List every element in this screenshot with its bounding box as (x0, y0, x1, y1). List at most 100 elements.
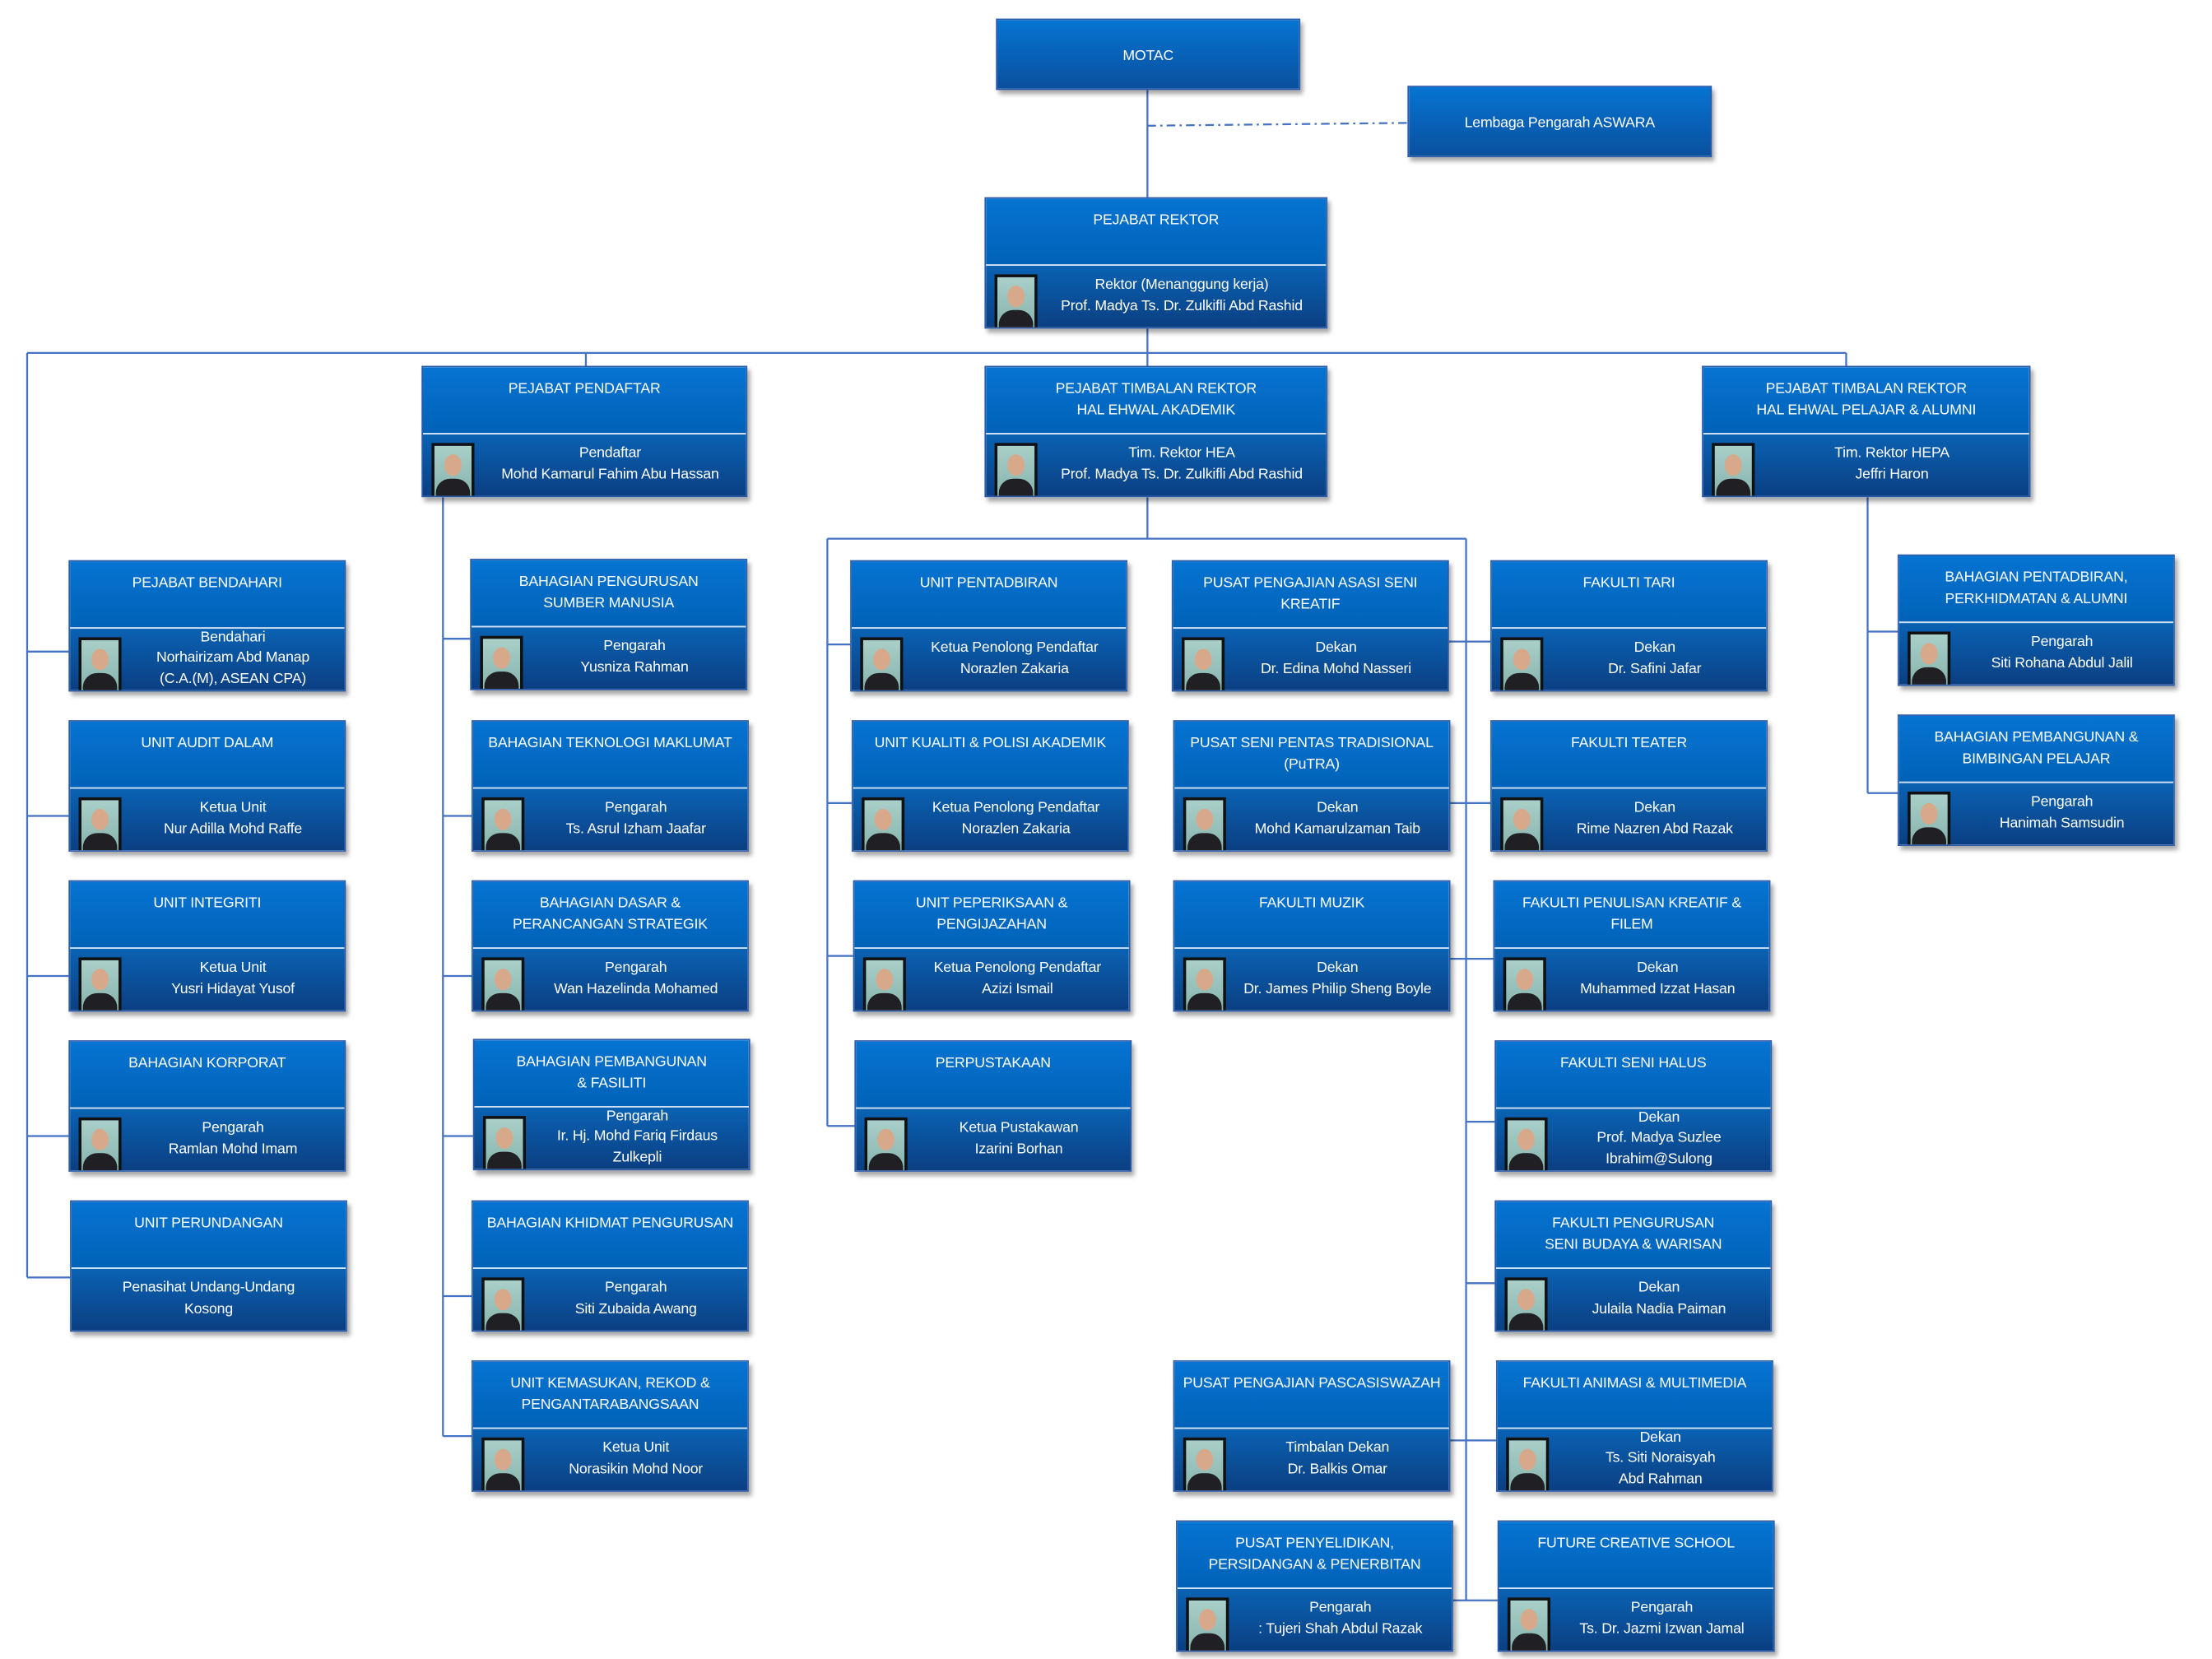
person-photo (1183, 797, 1226, 851)
unit-title: MOTAC (997, 20, 1299, 89)
unit-head-name: Pengarah Hanimah Samsudin (1999, 794, 2125, 831)
unit-title: PEJABAT TIMBALAN REKTOR HAL EHWAL PELAJA… (1703, 367, 2029, 434)
unit-title: BAHAGIAN PEMBANGUNAN & BIMBINGAN PELAJAR (1898, 715, 2174, 782)
person-photo (1503, 957, 1546, 1011)
unit-head-panel: Pendaftar Mohd Kamarul Fahim Abu Hassan (422, 433, 746, 496)
unit-title: PEJABAT PENDAFTAR (422, 367, 746, 434)
unit-head-name: Ketua Penolong Pendaftar Norazlen Zakari… (932, 800, 1100, 837)
unit-title: UNIT PENTADBIRAN (851, 561, 1127, 628)
unit-head-panel: Pengarah Yusniza Rahman (472, 625, 746, 689)
unit-head-panel: Dekan Julaila Nadia Paiman (1496, 1267, 1771, 1331)
unit-head-panel: Pengarah Siti Rohana Abdul Jalil (1898, 621, 2174, 685)
unit-head-name: Penasihat Undang-Undang Kosong (122, 1280, 295, 1317)
person-photo (78, 797, 122, 851)
unit-title: PUSAT PENGAJIAN ASASI SENI KREATIF (1173, 561, 1448, 628)
unit-head-panel: Ketua Unit Yusri Hidayat Yusof (70, 947, 345, 1011)
unit-head-name: Tim. Rektor HEA Prof. Madya Ts. Dr. Zulk… (1061, 445, 1303, 483)
person-photo (1500, 637, 1544, 690)
org-unit-box: PUSAT SENI PENTAS TRADISIONAL (PuTRA)Dek… (1173, 720, 1451, 852)
unit-title: BAHAGIAN KHIDMAT PENGURUSAN (472, 1201, 748, 1268)
org-unit-box: BAHAGIAN KHIDMAT PENGURUSAN Pengarah Siti… (472, 1200, 749, 1332)
unit-title: UNIT KEMASUKAN, REKOD & PENGANTARABANGSA… (472, 1361, 748, 1428)
unit-title: PEJABAT BENDAHARI (70, 561, 345, 628)
unit-head-name: Pengarah Yusniza Rahman (580, 639, 689, 676)
person-photo (480, 635, 523, 689)
unit-head-name: Pengarah Siti Zubaida Awang (574, 1280, 697, 1317)
person-photo (1507, 1597, 1551, 1651)
unit-head-panel: Pengarah Wan Hazelinda Mohamed (472, 947, 748, 1011)
person-photo (860, 637, 904, 690)
person-photo (1183, 957, 1226, 1011)
unit-head-name: Dekan Ts. Siti Noraisyah Abd Rahman (1605, 1429, 1716, 1488)
unit-head-name: Pengarah : Tujeri Shah Abdul Razak (1258, 1600, 1423, 1638)
org-unit-box: PUSAT PENYELIDIKAN, PERSIDANGAN & PENERB… (1176, 1520, 1453, 1652)
org-unit-box: FUTURE CREATIVE SCHOOL Pengarah Ts. Dr. J… (1497, 1520, 1775, 1652)
unit-head-name: Timbalan Dekan Dr. Balkis Omar (1285, 1440, 1390, 1477)
unit-title: UNIT INTEGRITI (70, 881, 345, 948)
unit-head-panel: Ketua Pustakawan Izarini Borhan (856, 1107, 1131, 1171)
unit-head-panel: Pengarah Ts. Asrul Izham Jaafar (472, 787, 748, 851)
unit-title: PEJABAT REKTOR (986, 198, 1327, 265)
unit-head-name: Ketua Pustakawan Izarini Borhan (959, 1120, 1079, 1157)
person-photo (1908, 631, 1951, 685)
unit-head-name: Dekan Dr. Edina Mohd Nasseri (1261, 639, 1412, 677)
unit-head-panel: Penasihat Undang-Undang Kosong (71, 1267, 346, 1331)
person-photo (78, 637, 122, 690)
unit-title: PERPUSTAKAAN (856, 1041, 1131, 1108)
unit-head-panel: Pengarah Ramlan Mohd Imam (70, 1107, 345, 1171)
unit-head-panel: Tim. Rektor HEPA Jeffri Haron (1703, 433, 2029, 496)
unit-head-panel: Pengarah Siti Zubaida Awang (472, 1267, 748, 1331)
unit-head-name: Tim. Rektor HEPA Jeffri Haron (1834, 445, 1949, 483)
unit-title: PUSAT PENYELIDIKAN, PERSIDANGAN & PENERB… (1177, 1522, 1452, 1588)
org-unit-box: PUSAT PENGAJIAN ASASI SENI KREATIF Dekan … (1171, 560, 1449, 692)
unit-head-panel: Pengarah Ts. Dr. Jazmi Izwan Jamal (1499, 1587, 1773, 1651)
unit-title: FAKULTI SENI HALUS (1496, 1041, 1771, 1108)
unit-head-panel: Timbalan Dekan Dr. Balkis Omar (1174, 1427, 1449, 1491)
org-unit-box: PEJABAT TIMBALAN REKTOR HAL EHWAL PELAJA… (1702, 365, 2031, 498)
unit-head-panel: Pengarah : Tujeri Shah Abdul Razak (1177, 1587, 1452, 1651)
unit-title: FUTURE CREATIVE SCHOOL (1499, 1522, 1773, 1588)
unit-title: Lembaga Pengarah ASWARA (1409, 86, 1711, 156)
org-unit-box: BAHAGIAN PENTADBIRAN, PERKHIDMATAN & ALU… (1897, 554, 2175, 686)
unit-head-panel: Ketua Penolong Pendaftar Azizi Ismail (854, 947, 1129, 1011)
unit-title: BAHAGIAN DASAR & PERANCANGAN STRATEGIK (472, 881, 748, 948)
unit-head-name: Pengarah Ir. Hj. Mohd Fariq Firdaus Zulk… (556, 1108, 718, 1166)
person-photo (1908, 791, 1951, 845)
unit-head-name: Dekan Dr. James Philip Sheng Boyle (1243, 960, 1432, 997)
unit-head-name: Dekan Muhammed Izzat Hasan (1580, 960, 1736, 997)
unit-title: UNIT KUALITI & POLISI AKADEMIK (853, 721, 1128, 788)
unit-head-name: Ketua Penolong Pendaftar Azizi Ismail (933, 960, 1102, 997)
unit-head-name: Ketua Unit Norasikin Mohd Noor (569, 1440, 704, 1477)
unit-head-panel: Bendahari Norhairizam Abd Manap (C.A.(M)… (70, 627, 345, 690)
unit-head-name: Dekan Dr. Safini Jafar (1608, 639, 1702, 677)
org-unit-box: MOTAC (996, 18, 1301, 91)
unit-head-panel: Pengarah Ir. Hj. Mohd Fariq Firdaus Zulk… (474, 1105, 749, 1169)
person-photo (1500, 797, 1544, 851)
unit-head-name: Pengarah Ramlan Mohd Imam (168, 1120, 298, 1157)
unit-head-name: Dekan Julaila Nadia Paiman (1592, 1280, 1726, 1317)
unit-head-name: Rektor (Menanggung kerja) Prof. Madya Ts… (1061, 276, 1303, 314)
person-photo (1183, 1437, 1226, 1491)
unit-head-name: Pengarah Ts. Dr. Jazmi Izwan Jamal (1579, 1600, 1745, 1638)
org-unit-box: PERPUSTAKAAN Ketua Pustakawan Izarini Bor… (854, 1040, 1132, 1172)
unit-head-panel: Dekan Mohd Kamarulzaman Taib (1174, 787, 1449, 851)
person-photo (481, 957, 525, 1011)
unit-title: PEJABAT TIMBALAN REKTOR HAL EHWAL AKADEM… (986, 367, 1327, 434)
person-photo (1712, 443, 1755, 496)
unit-head-panel: Ketua Penolong Pendaftar Norazlen Zakari… (851, 627, 1127, 690)
person-photo (862, 957, 906, 1011)
person-photo (994, 443, 1038, 496)
unit-head-name: Pengarah Siti Rohana Abdul Jalil (1991, 634, 2133, 672)
unit-head-name: Dekan Rime Nazren Abd Razak (1576, 800, 1733, 837)
unit-head-panel: Ketua Unit Nur Adilla Mohd Raffe (70, 787, 345, 851)
